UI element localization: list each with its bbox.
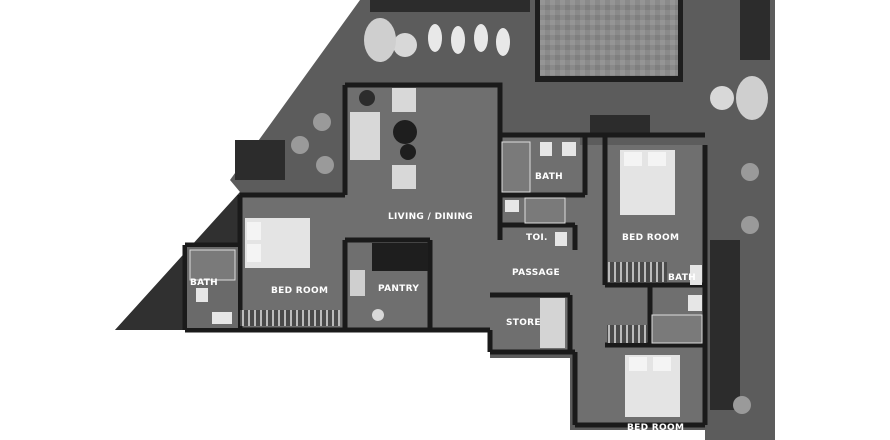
pillow: [629, 357, 647, 371]
room-label-bed-room-bottom: BED ROOM: [627, 423, 685, 433]
side-table: [400, 144, 416, 160]
pillow: [247, 244, 261, 262]
room-label-bath-top: BATH: [535, 172, 563, 182]
toilet: [196, 288, 208, 302]
sink: [212, 312, 232, 324]
shower: [189, 249, 236, 281]
lounge-chair: [496, 28, 510, 56]
outdoor-stool: [291, 136, 309, 154]
room-label-toi: TOI.: [526, 233, 548, 243]
interior-floor: [240, 85, 705, 425]
outdoor-stool: [733, 396, 751, 414]
outdoor-stool: [316, 156, 334, 174]
pool-water: [540, 0, 678, 76]
planter-right: [740, 0, 770, 60]
wardrobe: [607, 325, 647, 343]
outdoor-stool: [741, 216, 759, 234]
armchair: [392, 88, 416, 112]
pillow: [624, 152, 642, 166]
toilet: [690, 265, 702, 285]
planter-left: [235, 140, 285, 180]
room-label-bath-left: BATH: [190, 278, 218, 288]
lounge-chair: [451, 26, 465, 54]
room-label-bath-right: BATH: [668, 273, 696, 283]
coffee-table: [393, 120, 417, 144]
planter-mid: [590, 115, 650, 133]
pantry-counter: [372, 243, 428, 271]
room-label-bed-room-left: BED ROOM: [271, 286, 329, 296]
wardrobe: [607, 262, 667, 282]
washer: [372, 309, 384, 321]
planter-top: [370, 0, 530, 12]
pillow: [653, 357, 671, 371]
room-label-living-dining: LIVING / DINING: [388, 212, 473, 222]
sink: [688, 295, 702, 311]
shower: [524, 197, 566, 224]
planter-right-lower: [710, 240, 740, 410]
lounge-chair: [474, 24, 488, 52]
pillow: [648, 152, 666, 166]
lounge-chair: [428, 24, 442, 52]
armchair: [392, 165, 416, 189]
pantry-fridge: [350, 270, 365, 296]
sink: [540, 142, 552, 156]
plant: [359, 90, 375, 106]
outdoor-table: [393, 33, 417, 57]
egg-chair: [364, 18, 396, 62]
shower: [651, 314, 703, 344]
sofa: [350, 112, 380, 160]
pillow: [247, 222, 261, 240]
outdoor-stool: [313, 113, 331, 131]
room-label-bed-room-right: BED ROOM: [622, 233, 680, 243]
store-shelf: [540, 298, 565, 348]
sink: [505, 200, 519, 212]
toilet: [555, 232, 567, 246]
room-label-passage: PASSAGE: [512, 268, 560, 278]
room-label-store: STORE: [506, 318, 541, 328]
walls: [182, 82, 708, 428]
outdoor-stool: [741, 163, 759, 181]
wardrobe: [240, 310, 340, 326]
egg-chair: [736, 76, 768, 120]
room-label-pantry: PANTRY: [378, 284, 420, 294]
outdoor-table: [710, 86, 734, 110]
shower: [501, 141, 531, 193]
toilet: [562, 142, 576, 156]
